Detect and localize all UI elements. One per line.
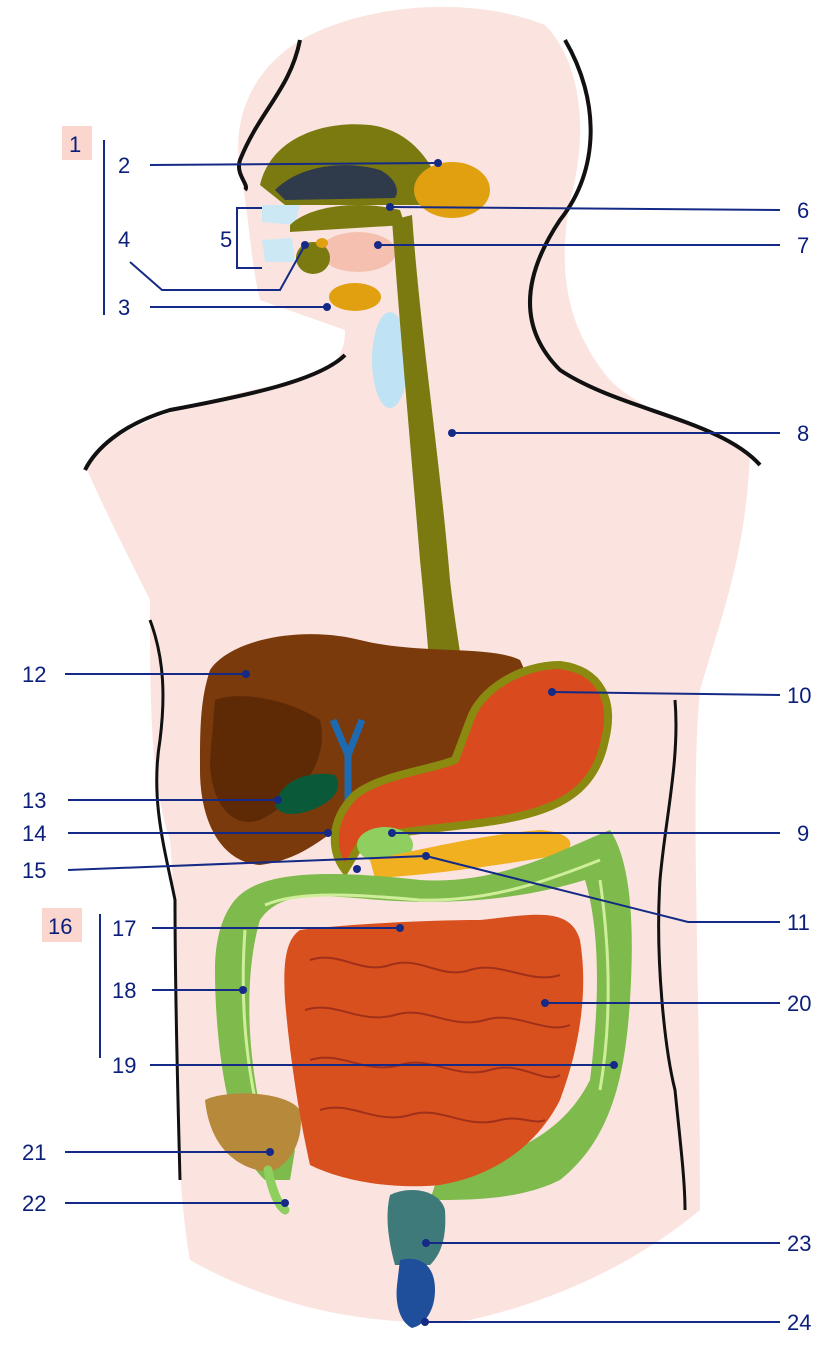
dot-15 <box>353 865 361 873</box>
dot-12 <box>242 670 250 678</box>
dot-7 <box>374 241 382 249</box>
label-23: 23 <box>787 1231 811 1256</box>
label-8: 8 <box>797 421 809 446</box>
dot-19 <box>610 1061 618 1069</box>
rectum <box>388 1190 446 1265</box>
submandibular-gland <box>329 283 381 311</box>
label-14: 14 <box>22 821 46 846</box>
dot-20 <box>541 999 549 1007</box>
label-18: 18 <box>112 978 136 1003</box>
dot-11 <box>422 852 430 860</box>
label-24: 24 <box>787 1310 811 1335</box>
lower-teeth <box>262 238 295 262</box>
dot-2 <box>434 159 442 167</box>
sublingual-gland <box>316 238 328 248</box>
dot-18 <box>239 986 247 994</box>
label-22: 22 <box>22 1191 46 1216</box>
label-9: 9 <box>797 821 809 846</box>
label-11: 11 <box>787 910 810 935</box>
dot-10 <box>548 688 556 696</box>
label-19: 19 <box>112 1053 136 1078</box>
label-21: 21 <box>22 1140 46 1165</box>
label-10: 10 <box>787 683 811 708</box>
dot-4 <box>301 241 309 249</box>
dot-23 <box>422 1239 430 1247</box>
dot-22 <box>281 1199 289 1207</box>
label-4: 4 <box>118 227 130 252</box>
label-13: 13 <box>22 788 46 813</box>
dot-6 <box>386 203 394 211</box>
label-20: 20 <box>787 991 811 1016</box>
label-2: 2 <box>118 153 130 178</box>
dot-8 <box>448 429 456 437</box>
label-1: 1 <box>69 132 81 157</box>
dot-14 <box>324 829 332 837</box>
dot-9 <box>388 829 396 837</box>
label-17: 17 <box>112 916 136 941</box>
label-7: 7 <box>797 233 809 258</box>
dot-24 <box>421 1318 429 1326</box>
dot-13 <box>274 796 282 804</box>
pharynx-pink <box>320 232 396 272</box>
label-3: 3 <box>118 295 130 320</box>
label-16: 16 <box>48 914 72 939</box>
dot-3 <box>323 303 331 311</box>
dot-21 <box>266 1148 274 1156</box>
label-6: 6 <box>797 198 809 223</box>
dot-17 <box>396 924 404 932</box>
label-5: 5 <box>220 227 232 252</box>
label-15: 15 <box>22 858 46 883</box>
label-12: 12 <box>22 662 46 687</box>
salivary-gland-parotid <box>414 162 490 218</box>
